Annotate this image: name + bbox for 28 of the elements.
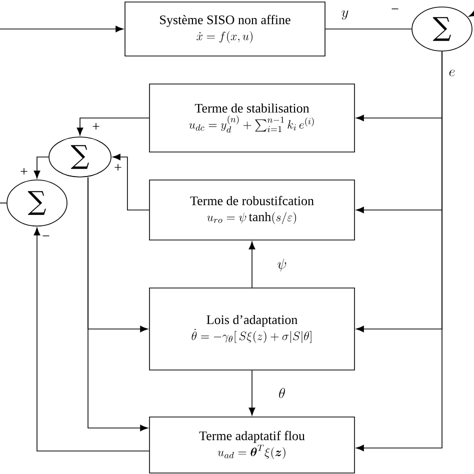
sign-label: + bbox=[114, 164, 122, 171]
edge-label: $e$ bbox=[448, 68, 456, 78]
process-box: Terme de robustifcation $u_{ro} = \psi \tanh(s/\varepsilon)$ bbox=[149, 180, 355, 240]
summing-junction: ∑ bbox=[48, 136, 112, 178]
arrow bbox=[34, 228, 150, 452]
sign-label: + bbox=[92, 123, 100, 130]
arrow bbox=[34, 156, 49, 178]
edge-label: $y$ bbox=[340, 10, 350, 20]
arrow bbox=[468, 10, 474, 17]
process-box: Terme de stabilisation $u_{dc} = y_d^{(n)} + \sum_{i=1}^{n-1} k_i\, e^{(i)}$ bbox=[149, 84, 355, 152]
sign-label: − bbox=[392, 8, 398, 10]
arrow bbox=[88, 177, 148, 432]
summing-junction: ∑ bbox=[6, 180, 68, 226]
process-box: Terme adaptatif flou $u_{ad} = \boldsymbol{\theta}^T \xi(\boldsymbol{z})$ bbox=[149, 416, 355, 474]
arrow bbox=[356, 51, 442, 452]
arrow bbox=[76, 118, 150, 136]
edge-label: $\psi$ bbox=[276, 258, 288, 272]
process-box: Lois d’adaptation $\dot{\theta} = -\gamma_{\theta}[\, S\xi(z) + \sigma|S|\theta]$ bbox=[149, 288, 355, 370]
arrow bbox=[0, 26, 124, 32]
connector-line bbox=[325, 28, 412, 30]
arrow bbox=[248, 242, 256, 288]
arrow bbox=[248, 370, 256, 416]
edge-label: $\theta$ bbox=[278, 387, 286, 399]
arrow bbox=[112, 154, 150, 210]
process-box: Système SISO non affine $\dot{x} = f(x,u)$ bbox=[124, 2, 326, 56]
connector-line bbox=[0, 202, 7, 204]
sign-label: + bbox=[20, 168, 28, 175]
summing-junction: ∑ bbox=[412, 6, 472, 52]
